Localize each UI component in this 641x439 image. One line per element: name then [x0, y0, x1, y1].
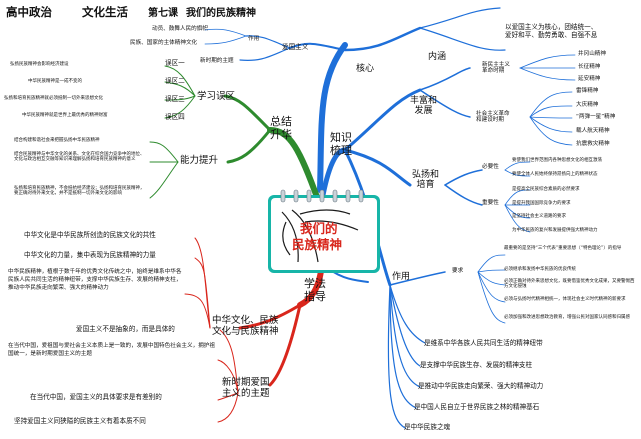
requirement-item: 必须继承和发扬中华民族的优良传统 — [504, 267, 576, 272]
course-title: 文化生活 — [82, 5, 128, 19]
requirement-item: 必须正确对待外来思想文化，既要借鉴优秀文化成果，又要警惕西方文化侵蚀 — [504, 279, 635, 290]
xinshiqi-item: 在当代中国，爱祖国与爱社会主义本质上是一致的，发展中国特色社会主义，拥护祖国统一… — [8, 343, 215, 357]
branch-hongyang — [343, 148, 412, 187]
patriotism-role-item: 民族、国家的主体精神文化 — [130, 40, 198, 46]
shehui-item: 抗震救灾精神 — [576, 141, 610, 147]
shehui-item: “两弹一星”精神 — [576, 114, 616, 120]
zuoyong-label: 作用 — [392, 272, 411, 282]
importance-item: 是提高全民族综合素质的必然要求 — [512, 187, 580, 192]
zongjie-label: 总结 升华 — [270, 115, 292, 141]
xuexi-item: 中华民族精神就是世界上最优秀的精神财富 — [22, 113, 108, 118]
xuexi-label: 学习误区 — [197, 91, 236, 102]
branch-zhishi — [320, 147, 348, 198]
importance-item: 是提升我国国际竞争力的要求 — [512, 201, 571, 206]
xinshiqi-label: 新时期爱国 主义的主题 — [222, 377, 270, 399]
zhishi-label: 知识 梳理 — [330, 131, 352, 157]
importance-label: 重要性 — [482, 200, 499, 206]
shehui-item: 雷锋精神 — [576, 88, 599, 94]
center-title-line1: 我们的 — [300, 221, 338, 236]
zuoyong-item: 是维系中华各族人民共同生活的精神纽带 — [424, 339, 543, 347]
zuoyong-item: 是中华民族之魂 — [404, 423, 451, 431]
lesson-number: 第七课 — [148, 8, 178, 19]
requirement-item: 必须与弘扬时代精神相统一，体现社会主义时代精神的新要求 — [504, 297, 626, 302]
xinshiqi-item: 在当代中国，爱国主义的具体要求是有差别的 — [30, 393, 162, 401]
branch-fengfu — [343, 88, 422, 152]
necessity-item: 要使我们世界范围内各种思想文化的相互激荡 — [512, 158, 602, 163]
xuexi-item: 弘扬民族精神会影响经济建设 — [10, 62, 69, 67]
xinminzhu-item: 延安精神 — [578, 76, 601, 82]
xinminzhu-label: 新民主主义 革命时期 — [482, 62, 510, 75]
neihan-label: 内涵 — [428, 52, 447, 62]
xuexi-tag: 误区二 — [165, 77, 185, 85]
nengli-item: 结合构建和谐社会来把握弘扬中华民族精神 — [14, 138, 100, 143]
shehui-label: 社会主义革命 和建设时期 — [476, 111, 510, 124]
wenhua-label: 中华文化、民族 文化与民族精神 — [212, 315, 279, 337]
patriotism-role-label: 作用 — [248, 36, 260, 42]
shehui-item: 大庆精神 — [576, 102, 599, 108]
neihan-text: 以爱国主义为核心，团结统一、 爱好和平、勤劳勇敢、自强不息 — [505, 23, 598, 39]
xuexi-tag: 误区四 — [165, 113, 185, 121]
fengfu-label: 丰富和 发展 — [410, 96, 438, 117]
xuexi-tag: 误区一 — [165, 59, 185, 67]
nengli-item: 弘扬和培育民族精神，不会抵抗经济建设；弘扬和培育民族精神，要正确对待外来文化，并… — [14, 186, 145, 197]
xuexi-item: 中华民族精神是一成不变的 — [28, 79, 82, 84]
subject-title: 高中政治 — [6, 5, 52, 19]
branch-core-neihan — [343, 26, 422, 52]
xuexi-item: 弘扬和培育民族精神就必须抵制一切外来思想文化 — [4, 96, 103, 101]
wenhua-item: 中华文化的力量，集中表现为民族精神的力量 — [24, 251, 156, 259]
xinminzhu-item: 长征精神 — [578, 64, 601, 70]
nengli-item: 结合民族精神与中华文化的关系、文化在综合国力竞争中的地位、文化与政治相互交融等知… — [14, 152, 145, 163]
zuoyong-item: 是中国人民自立于世界民族之林的精神基石 — [414, 403, 540, 411]
necessity-label: 必要性 — [482, 164, 499, 170]
lesson-title: 我们的民族精神 — [186, 8, 256, 19]
patriotism-label: 爱国主义 — [282, 43, 309, 51]
xinshiqi-item: 爱国主义不是抽象的，而是具体的 — [76, 325, 175, 333]
requirements-label: 要求 — [452, 268, 464, 274]
requirement-item: 必须加强和改进思想政治教育，增强公民对国家认同感和归属感 — [504, 315, 630, 320]
hongyang-label: 弘扬和 培育 — [412, 170, 440, 191]
center-title-line2: 民族精神 — [292, 237, 343, 252]
zuoyong-item: 是推动中华民族走向繁荣、强大的精神动力 — [418, 382, 544, 390]
branch-core — [317, 42, 348, 193]
wenhua-item: 中华文化是中华民族所创造的民族文化的共性 — [24, 231, 156, 239]
requirement-item: 最重要的是坚持“三个代表”重要思想（“特色理论”）的指导 — [504, 246, 622, 251]
patriotism-theme-label: 新时期的主题 — [200, 58, 234, 64]
xinminzhu-item: 井冈山精神 — [578, 51, 606, 57]
core-label: 核心 — [356, 64, 375, 74]
shehui-item: 载人航天精神 — [576, 128, 610, 134]
branch-zongjie — [267, 127, 321, 203]
xuefa-label: 学法 指导 — [304, 277, 326, 303]
center-card — [268, 189, 380, 273]
importance-item: 是坚持社会主义道路的要求 — [512, 214, 566, 219]
patriotism-role-item: 动员、鼓舞人民的旗帜 — [152, 26, 208, 32]
importance-item: 为中华民族的复兴和发展提供强大精神动力 — [512, 228, 598, 233]
nengli-label: 能力提升 — [180, 155, 219, 166]
branch-core-patriotism — [289, 42, 346, 51]
necessity-item: 要使全体人民始终保持昂扬向上的精神状态 — [512, 172, 598, 177]
wenhua-item: 中华民族精神，植根于数千年的优秀文化传统之中，始终是维系中华各民族人民共同生活的… — [8, 269, 182, 292]
xuexi-tag: 误区三 — [165, 95, 185, 103]
xinshiqi-item: 坚持爱国主义同狭隘的民族主义有着本质不同 — [14, 417, 146, 425]
zuoyong-item: 是支撑中华民族生存、发展的精神支柱 — [420, 361, 533, 369]
